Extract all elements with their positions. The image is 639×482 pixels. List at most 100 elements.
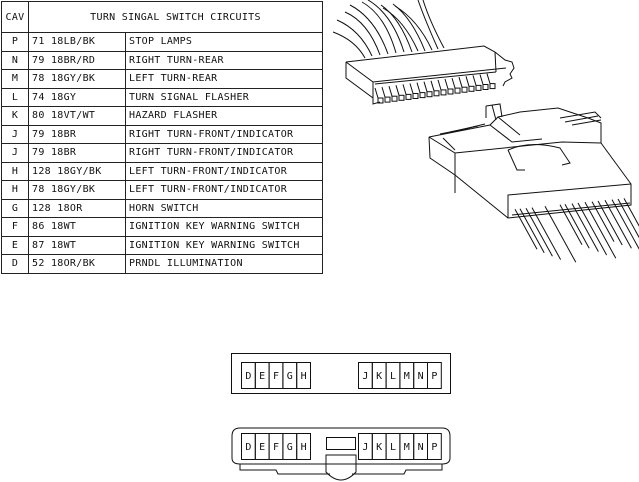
wire: [584, 202, 617, 259]
terminal-pin: [402, 84, 412, 100]
wire: [564, 204, 590, 249]
description-cell: HORN SWITCH: [125, 198, 323, 218]
pin-label: G: [287, 442, 293, 453]
pin-cavity-j: J: [358, 433, 373, 460]
description-cell: LEFT TURN-FRONT/INDICATOR: [125, 161, 323, 181]
pin-cavity-l: L: [385, 433, 401, 460]
pin-label: J: [362, 442, 368, 453]
pin-cavity-f: F: [268, 362, 284, 389]
pin-label: F: [273, 371, 279, 382]
pin-label: G: [287, 371, 293, 382]
wire: [525, 207, 553, 257]
upper-connector-terminals: [374, 73, 496, 104]
description-cell: PRNDL ILLUMINATION: [125, 254, 323, 274]
cav-cell: G: [1, 198, 29, 218]
description-cell: RIGHT TURN-FRONT/INDICATOR: [125, 143, 323, 163]
pin-label: L: [390, 371, 396, 382]
circuit-cell: 128 18GY/BK: [28, 161, 126, 181]
pin-cavity-p: P: [427, 362, 442, 389]
pin-label: P: [431, 442, 437, 453]
pin-label: M: [404, 442, 410, 453]
pin-label: L: [390, 442, 396, 453]
wire: [519, 208, 545, 254]
pin-cavity-m: M: [399, 433, 415, 460]
wire: [591, 201, 615, 242]
terminal-pin: [458, 77, 468, 93]
pin-label: E: [259, 371, 265, 382]
lower-connector-body: [428, 103, 632, 219]
pin-cavity-k: K: [371, 433, 387, 460]
terminal-pin: [388, 86, 398, 102]
wire: [571, 203, 599, 252]
terminal-pin: [374, 87, 384, 104]
terminal-pin: [472, 75, 482, 91]
pin-cavity-f: F: [268, 433, 284, 460]
wire: [617, 198, 639, 239]
wire: [597, 200, 623, 246]
description-cell: RIGHT TURN-FRONT/INDICATOR: [125, 124, 323, 144]
pin-label: D: [245, 442, 251, 453]
terminal-pin: [381, 86, 391, 103]
upper-connector-body: [345, 45, 515, 105]
pin-label: J: [362, 371, 368, 382]
table-header-row: CAV TURN SINGAL SWITCH CIRCUITS: [1, 1, 323, 33]
wire: [611, 199, 639, 250]
pin-label: H: [301, 442, 307, 453]
terminal-pin: [451, 77, 461, 94]
wire: [577, 202, 608, 256]
pin-label: K: [376, 371, 382, 382]
pin-cavity-h: H: [296, 433, 312, 460]
wire: [623, 198, 639, 227]
terminal-pin: [395, 85, 405, 101]
wire: [544, 206, 577, 263]
wire: [531, 207, 562, 260]
pin-label: N: [418, 371, 424, 382]
terminal-pin: [486, 73, 496, 90]
pin-label: M: [404, 371, 410, 382]
pin-cavity-d: D: [241, 362, 256, 389]
pin-cavity-g: G: [282, 362, 298, 389]
pin-cavity-e: E: [254, 433, 270, 460]
pin-cavity-k: K: [371, 362, 387, 389]
terminal-pin: [444, 78, 454, 95]
terminal-pin: [423, 81, 433, 98]
pin-cavity-g: G: [282, 433, 298, 460]
lower-connector-wires: [514, 198, 639, 263]
terminal-pin: [409, 83, 419, 99]
pin-cavity-p: P: [427, 433, 442, 460]
pin-label: N: [418, 442, 424, 453]
pin-label: H: [301, 371, 307, 382]
description-cell: IGNITION KEY WARNING SWITCH: [125, 217, 323, 237]
terminal-pin: [465, 76, 475, 92]
pin-label: D: [245, 371, 251, 382]
pin-label: E: [259, 442, 265, 453]
description-cell: LEFT TURN-FRONT/INDICATOR: [125, 180, 323, 200]
terminal-pin: [479, 74, 489, 90]
pin-cavity-j: J: [358, 362, 373, 389]
pin-cavity-l: L: [385, 362, 401, 389]
pin-cavity-e: E: [254, 362, 270, 389]
wire: [604, 200, 632, 249]
table-title: TURN SINGAL SWITCH CIRCUITS: [28, 1, 323, 33]
pin-label: P: [431, 371, 437, 382]
pin-cavity-d: D: [241, 433, 256, 460]
pin-label: K: [376, 442, 382, 453]
upper-connector-wires: [332, 0, 445, 59]
pin-cavity-m: M: [399, 362, 415, 389]
cav-cell: F: [1, 217, 29, 237]
description-cell: IGNITION KEY WARNING SWITCH: [125, 235, 323, 255]
wire: [514, 209, 538, 250]
